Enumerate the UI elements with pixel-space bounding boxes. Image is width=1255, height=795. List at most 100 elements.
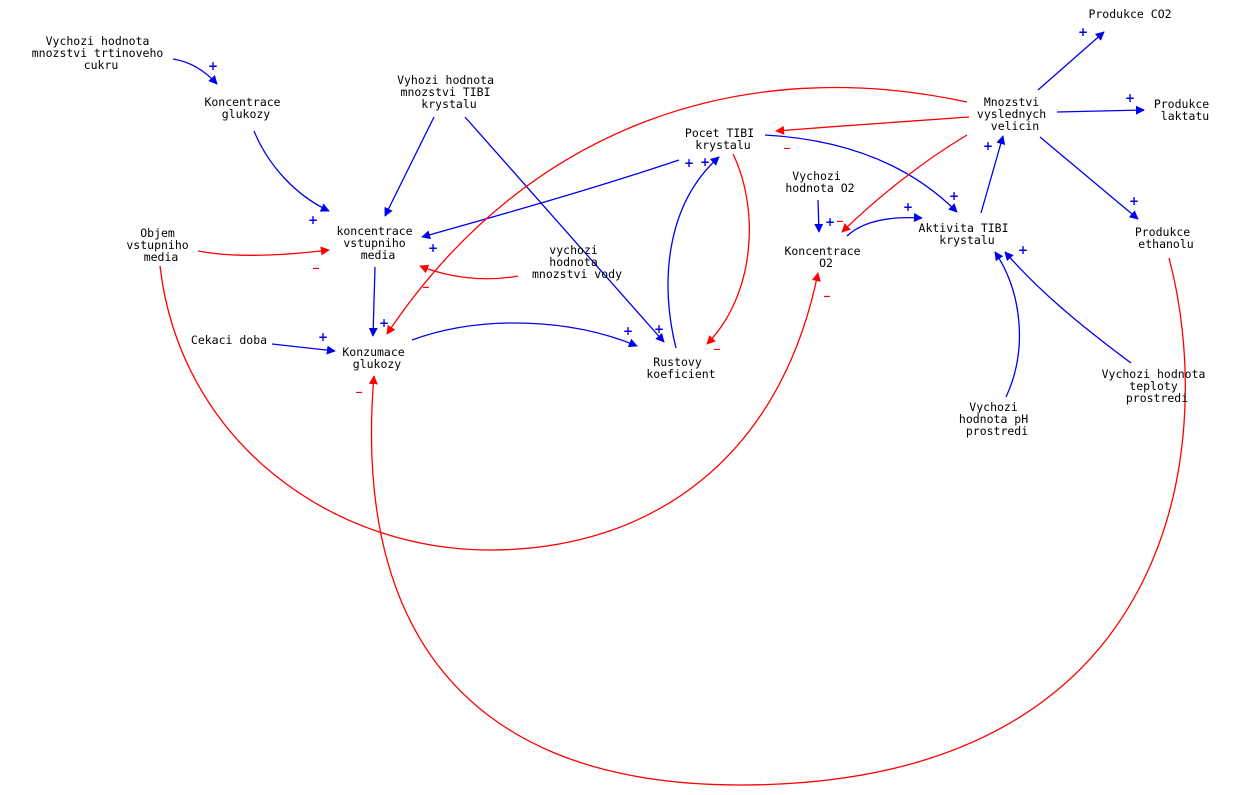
node-koncentrace-o2: Koncentrace O2 [784, 244, 867, 270]
link-rust-to-pocet [667, 156, 720, 349]
node-objem-media-line-3: media [144, 250, 179, 264]
polarity-media-to-konzumace: + [379, 316, 389, 330]
node-rustovy-koeficient: Rustovy koeficient [646, 355, 715, 381]
node-vychozi-voda-line-1: vychozi [549, 243, 598, 257]
link-tibi-to-media [384, 116, 435, 217]
polarity-cekaci-to-konzumace: + [318, 330, 328, 344]
node-vychozi-ph-line-1: Vychozi [969, 400, 1018, 414]
node-konzumace-glukozy: Konzumace glukozy [342, 345, 411, 371]
polarity-o2-to-aktivita: + [903, 200, 913, 214]
link-pocet-to-media [421, 159, 680, 240]
link-glukozy-to-media [253, 130, 330, 212]
link-pocet-to-aktivita [764, 134, 958, 213]
node-rustovy-koeficient-line-1: Rustovy [653, 355, 702, 369]
node-aktivita-tibi-line-2: krystalu [939, 233, 994, 247]
link-media-to-konzumace [368, 266, 378, 337]
link-ph-to-aktivita [994, 251, 1021, 398]
node-vychozi-voda: vychozi hodnota mnozstvi vody [532, 243, 622, 281]
node-koncentrace-media-line-1: koncentrace [336, 224, 412, 238]
node-koncentrace-o2-line-2: O2 [819, 256, 833, 270]
node-produkce-ethanolu-line-1: Produkce [1135, 225, 1190, 239]
polarity-tibi-to-rust: + [654, 322, 664, 336]
node-aktivita-tibi-line-1: Aktivita TIBI [919, 221, 1009, 235]
node-mnozstvi-velicin-line-1: Mnozstvi [984, 95, 1039, 109]
node-vychozi-teplota-line-2: teploty [1129, 379, 1178, 393]
link-cukr-to-glukozy [172, 58, 218, 85]
polarity-ph-teplota-to-aktivita: + [1018, 243, 1028, 257]
polarity-rust-to-pocet: + [700, 155, 710, 169]
node-mnozstvi-velicin: Mnozstvi vyslednych velicin [977, 95, 1053, 133]
node-koncentrace-media-line-3: media [361, 248, 396, 262]
polarity-mnozstvi-to-o2: _ [837, 208, 843, 223]
node-vychozi-ph-line-3: prostredi [966, 424, 1028, 438]
node-vychozi-cukr-line-1: Vychozi hodnota [46, 34, 150, 48]
node-pocet-tibi-line-1: Pocet TIBI [685, 126, 754, 140]
node-vychozi-teplota: Vychozi hodnota teploty prostredi [1102, 367, 1213, 405]
node-vyhozi-tibi-line-2: mnozstvi TIBI [401, 85, 491, 99]
node-konzumace-glukozy-line-2: glukozy [353, 357, 402, 371]
polarity-objem-to-media: _ [313, 255, 319, 270]
link-pocet-to-rust [706, 153, 750, 345]
node-vychozi-voda-line-2: hodnota [549, 255, 597, 269]
node-objem-media: Objem vstupniho media [126, 226, 195, 264]
node-aktivita-tibi: Aktivita TIBI krystalu [919, 221, 1016, 247]
node-objem-media-line-1: Objem [140, 226, 175, 240]
node-koncentrace-media: koncentrace vstupniho media [336, 224, 419, 262]
link-aktivita-to-mnozstvi [980, 135, 1006, 214]
link-objem-to-media [197, 246, 330, 257]
polarity-voda-to-media: _ [423, 274, 429, 289]
node-vychozi-voda-line-3: mnozstvi vody [532, 267, 622, 281]
polarity-pocet-to-rust: _ [714, 336, 720, 351]
link-voda-to-media [419, 264, 519, 280]
node-objem-media-line-2: vstupniho [126, 238, 188, 252]
link-mnozstvi-to-laktatu [1056, 105, 1145, 115]
variables-layer: Vychozi hodnota mnozstvi trtinoveho cukr… [32, 7, 1213, 438]
link-konzumace-to-rust [411, 322, 638, 348]
polarity-mnozstvi-to-pocet: _ [784, 135, 790, 150]
node-cekaci-doba-line-1: Cekaci doba [191, 333, 267, 347]
polarity-layer: + + + + + + + + + + + + + + + + + _ _ _ … [208, 25, 1139, 394]
polarity-pocet-to-aktivita: + [949, 189, 959, 203]
link-teplota-to-aktivita [1004, 251, 1132, 364]
node-koncentrace-glukozy: Koncentrace glukozy [204, 95, 287, 121]
node-produkce-co2-line-1: Produkce CO2 [1088, 7, 1171, 21]
node-vyhozi-tibi-line-1: Vyhozi hodnota [397, 73, 494, 87]
polarity-mnozstvi-to-co2: + [1078, 25, 1088, 39]
link-mnozstvi-to-co2 [1037, 31, 1105, 91]
node-pocet-tibi: Pocet TIBI krystalu [685, 126, 761, 152]
polarity-aktivita-to-mnozstvi: + [983, 139, 993, 153]
polarity-mnozstvi-to-ethanolu: + [1129, 194, 1139, 208]
node-vyhozi-tibi: Vyhozi hodnota mnozstvi TIBI krystalu [397, 73, 501, 111]
node-vychozi-cukr-line-3: cukru [84, 58, 119, 72]
node-koncentrace-o2-line-1: Koncentrace [784, 244, 860, 258]
node-koncentrace-glukozy-line-1: Koncentrace [204, 95, 280, 109]
node-vyhozi-tibi-line-3: krystalu [421, 97, 476, 111]
node-koncentrace-media-line-2: vstupniho [343, 236, 405, 250]
polarity-objem-to-o2: _ [824, 283, 830, 298]
polarity-vychozi-o2-to-o2: + [825, 215, 835, 229]
node-produkce-ethanolu: Produkce ethanolu [1135, 225, 1197, 251]
link-mnozstvi-to-konzumace [386, 86, 968, 335]
polarity-konzumace-to-rust: + [623, 324, 633, 338]
node-vychozi-ph: Vychozi hodnota pH prostredi [959, 400, 1035, 438]
node-produkce-co2: Produkce CO2 [1088, 7, 1171, 21]
polarity-tibi-to-media: + [428, 241, 438, 255]
node-mnozstvi-velicin-line-3: velicin [991, 119, 1039, 133]
link-o2-to-aktivita [846, 213, 923, 237]
link-mnozstvi-to-ethanolu [1039, 136, 1139, 220]
node-vychozi-o2-line-1: Vychozi [792, 169, 841, 183]
node-vychozi-o2-line-2: hodnota O2 [785, 181, 854, 195]
node-vychozi-cukr: Vychozi hodnota mnozstvi trtinoveho cukr… [32, 34, 171, 72]
polarity-cukr-to-glukozy: + [208, 59, 218, 73]
polarity-ethanolu-to-konzumace: _ [356, 379, 362, 394]
node-vychozi-cukr-line-2: mnozstvi trtinoveho [32, 46, 164, 60]
node-rustovy-koeficient-line-2: koeficient [646, 367, 715, 381]
link-cekaci-to-konzumace [271, 343, 336, 355]
node-produkce-laktatu-line-1: Produkce [1154, 97, 1209, 111]
node-produkce-laktatu-line-2: laktatu [1161, 109, 1209, 123]
node-produkce-ethanolu-line-2: ethanolu [1138, 237, 1193, 251]
node-vychozi-teplota-line-1: Vychozi hodnota [1102, 367, 1206, 381]
link-vychozi-o2-to-o2 [814, 199, 824, 233]
node-cekaci-doba: Cekaci doba [191, 333, 267, 347]
